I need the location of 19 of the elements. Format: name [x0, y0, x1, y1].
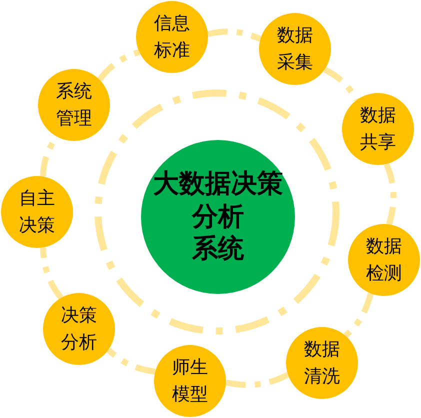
- center-title: 大数据决策分析系统: [152, 168, 284, 266]
- dashed-connector: [207, 28, 262, 42]
- topic-label: 数据检测: [364, 235, 403, 286]
- topic-label: 决策分析: [60, 304, 98, 355]
- topic-label: 师生模型: [170, 356, 209, 407]
- dashed-connector: [384, 162, 396, 226]
- topic-label: 信息标准: [152, 12, 191, 63]
- topic-label: 数据采集: [276, 24, 314, 75]
- dashed-connector: [40, 247, 64, 300]
- dashed-connector: [106, 348, 156, 375]
- topic-label: 系统管理: [54, 80, 93, 131]
- dashed-connector: [323, 66, 360, 102]
- topic-label: 数据共享: [358, 104, 397, 155]
- topic-label: 自主决策: [18, 187, 56, 238]
- dashed-connector: [225, 372, 290, 388]
- dashed-connector: [344, 292, 374, 338]
- dashed-connector: [97, 49, 140, 82]
- topic-label: 数据清洗: [302, 338, 341, 389]
- topic-circle: [38, 69, 110, 141]
